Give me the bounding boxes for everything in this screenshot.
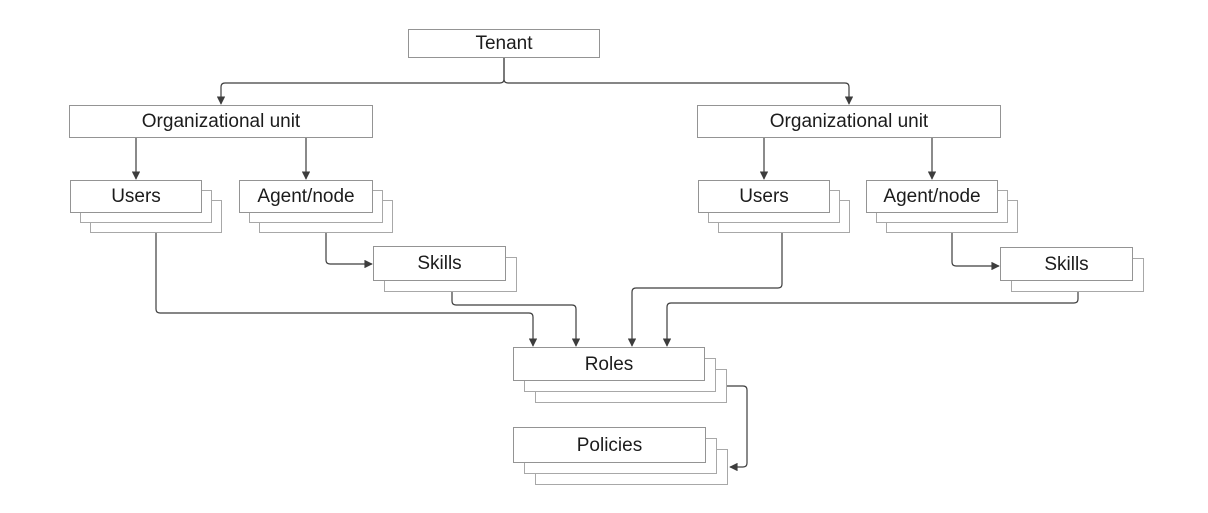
node-policies: Policies	[513, 427, 728, 485]
edge-tenant-ou-right	[503, 58, 854, 105]
node-roles-box: Roles	[513, 347, 705, 381]
node-agent-node-right-box: Agent/node	[866, 180, 998, 213]
node-users-left: Users	[70, 180, 222, 233]
node-skills-left-box: Skills	[373, 246, 506, 281]
node-skills-right-label: Skills	[1044, 253, 1089, 275]
node-roles: Roles	[513, 347, 727, 403]
node-organizational-unit-right-label: Organizational unit	[769, 111, 929, 132]
node-tenant-box: Tenant	[408, 29, 600, 58]
edge-agent-right-skills-right	[951, 233, 1000, 271]
edge-users-left-roles	[155, 233, 538, 347]
node-skills-left-label: Skills	[417, 253, 462, 274]
node-users-left-box: Users	[70, 180, 202, 213]
node-organizational-unit-left-label: Organizational unit	[141, 111, 301, 132]
node-roles-label: Roles	[584, 353, 634, 375]
node-policies-label: Policies	[576, 434, 643, 456]
node-tenant-label: Tenant	[475, 33, 533, 54]
node-agent-node-right: Agent/node	[866, 180, 1018, 233]
node-organizational-unit-right-box: Organizational unit	[697, 105, 1001, 138]
edge-agent-left-skills-left	[325, 233, 373, 269]
node-users-right-box: Users	[698, 180, 830, 213]
node-users-left-label: Users	[111, 186, 161, 207]
node-policies-box: Policies	[513, 427, 706, 463]
node-agent-node-right-label: Agent/node	[883, 186, 981, 207]
node-organizational-unit-left-box: Organizational unit	[69, 105, 373, 138]
edge-tenant-ou-left	[216, 58, 505, 105]
edge-skills-left-roles	[451, 292, 581, 347]
node-skills-right-box: Skills	[1000, 247, 1133, 281]
edge-users-right-roles	[627, 233, 783, 347]
node-organizational-unit-left: Organizational unit	[69, 105, 373, 138]
node-tenant: Tenant	[408, 29, 600, 58]
node-agent-node-left-box: Agent/node	[239, 180, 373, 213]
edge-skills-right-roles	[662, 292, 1079, 347]
node-agent-node-left: Agent/node	[239, 180, 393, 233]
node-organizational-unit-right: Organizational unit	[697, 105, 1001, 138]
node-users-right-label: Users	[739, 186, 789, 207]
node-users-right: Users	[698, 180, 850, 233]
edge-roles-policies	[727, 385, 748, 472]
node-skills-left: Skills	[373, 246, 517, 292]
node-skills-right: Skills	[1000, 247, 1144, 292]
node-agent-node-left-label: Agent/node	[257, 186, 355, 207]
